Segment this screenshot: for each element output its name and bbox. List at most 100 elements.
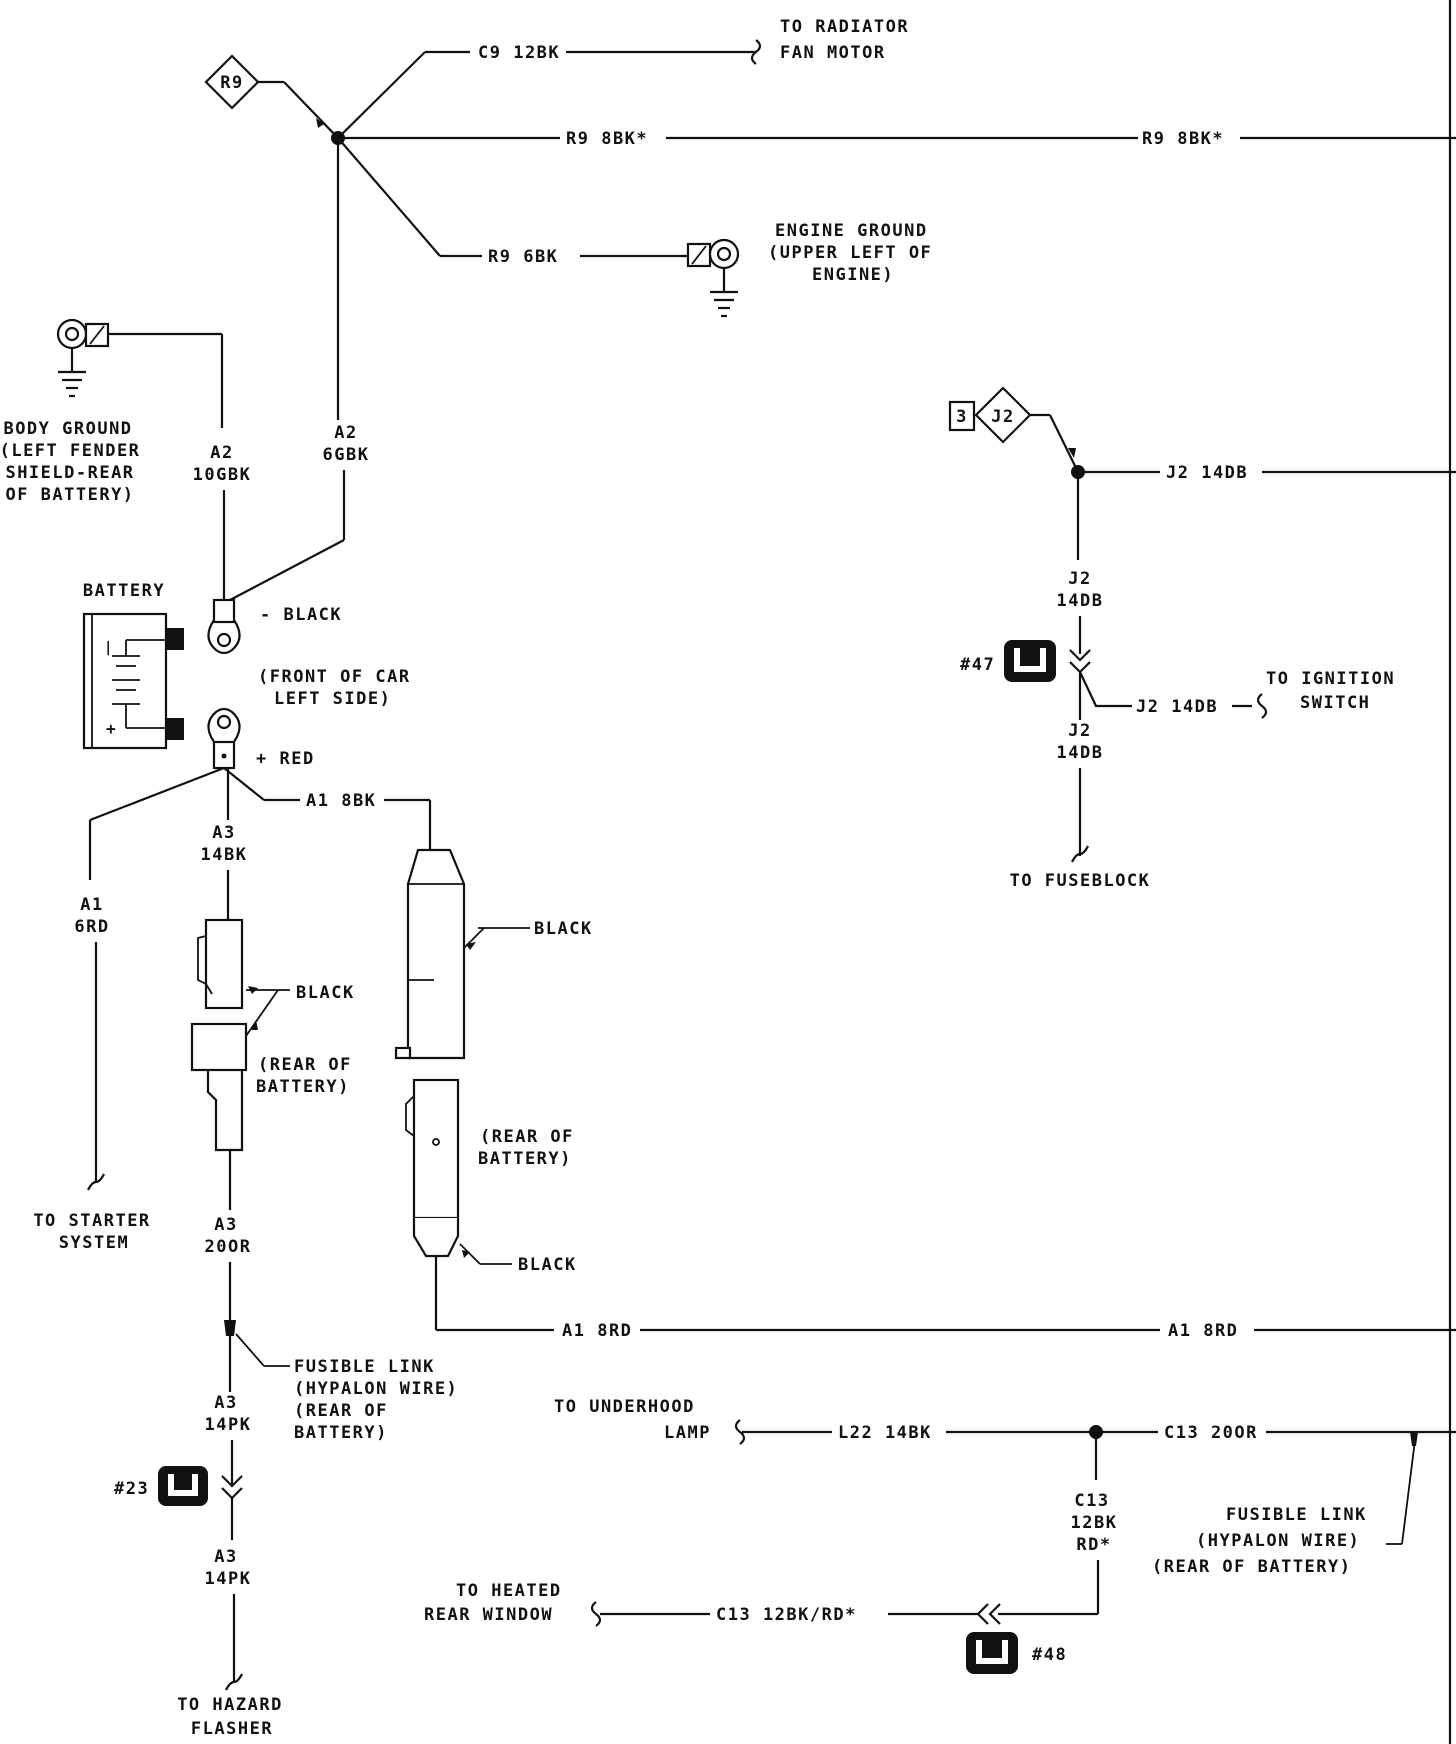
wire-continue-icon — [87, 1173, 105, 1191]
a2-10gbk-label-2: 10GBK — [193, 465, 252, 485]
a2-6gbk-label-2: 6GBK — [323, 445, 370, 465]
j2-14db-vert-label-2b: 14DB — [1057, 743, 1104, 763]
a3-connector-group: BLACK (REAR OF BATTERY) A3 20OR FUSIBLE … — [114, 918, 458, 1739]
a3-14pk-label-1b: 14PK — [205, 1415, 252, 1435]
c13-vert-label-1: C13 — [1074, 1491, 1109, 1511]
fusible-link-label-2c: (REAR OF BATTERY) — [1152, 1557, 1352, 1577]
j2-cavity-box — [948, 400, 976, 432]
battery-group: BATTERY + | - BLACK (FRONT OF CAR LEFT — [33, 581, 432, 1253]
connector-view-icon-48 — [966, 1632, 1018, 1674]
a3-20or-label-2: 20OR — [205, 1237, 252, 1257]
engine-ground-icon — [686, 238, 740, 318]
wire-continue-icon — [750, 39, 762, 65]
rear-of-battery-label-2a: (REAR OF — [480, 1127, 574, 1147]
connector-48-label: #48 — [1032, 1645, 1067, 1665]
j2-cavity-number: 3 — [956, 407, 968, 427]
battery-icon: + | — [82, 612, 184, 750]
body-ground-icon — [56, 318, 110, 398]
front-of-car-label-2: LEFT SIDE) — [274, 689, 391, 709]
small-connector-female-icon — [190, 1022, 248, 1152]
c9-wire-label: C9 12BK — [478, 43, 560, 63]
a2-10gbk-label-1: A2 — [210, 443, 233, 463]
wire-continue-icon — [734, 1419, 746, 1445]
connector-view-icon-23 — [158, 1466, 208, 1506]
wire-continue-icon — [1256, 693, 1268, 719]
c13-vert-label-3: RD* — [1076, 1535, 1111, 1555]
engine-ground-label-1: ENGINE GROUND — [775, 221, 928, 241]
to-ignition-label-2: SWITCH — [1300, 693, 1370, 713]
connector-47-label: #47 — [960, 655, 995, 675]
to-underhood-label-2: LAMP — [664, 1423, 711, 1443]
fusible-link-label-2a: FUSIBLE LINK — [1226, 1505, 1367, 1525]
rear-of-battery-label-2b: BATTERY) — [478, 1149, 572, 1169]
a1-8bk-label: A1 8BK — [306, 791, 376, 811]
r9-tag-label: R9 — [220, 73, 243, 93]
body-ground-label-2: (LEFT FENDER — [0, 441, 140, 461]
fusible-link-label-1a: FUSIBLE LINK — [294, 1357, 435, 1377]
a2-6gbk-label-1: A2 — [334, 423, 357, 443]
large-connector-female-icon — [405, 1078, 460, 1258]
j2-14db-main-label: J2 14DB — [1166, 463, 1248, 483]
a3-14pk-label-2a: A3 — [214, 1547, 237, 1567]
to-starter-label-2: SYSTEM — [59, 1233, 129, 1253]
fusible-link-icon — [1410, 1432, 1418, 1446]
to-heated-label-2: REAR WINDOW — [424, 1605, 553, 1625]
to-fuseblock-label: TO FUSEBLOCK — [1010, 871, 1151, 891]
body-ground-label-4: OF BATTERY) — [5, 485, 134, 505]
wire-continue-icon — [1071, 845, 1089, 863]
to-hazard-label-1: TO HAZARD — [177, 1695, 283, 1715]
to-underhood-label-1: TO UNDERHOOD — [554, 1397, 695, 1417]
j2-14db-vert-label-1b: 14DB — [1057, 591, 1104, 611]
to-ignition-label-1: TO IGNITION — [1266, 669, 1395, 689]
c13-vert-label-2: 12BK — [1071, 1513, 1118, 1533]
body-ground-label-1: BODY GROUND — [3, 419, 132, 439]
a1-connector-group: BLACK (REAR OF BATTERY) BLACK A1 8RD A1 … — [394, 848, 1456, 1341]
c13-20or-label: C13 20OR — [1164, 1423, 1258, 1443]
j2-diamond-tag — [974, 386, 1032, 444]
connector-view-icon-47 — [1004, 640, 1056, 682]
fusible-link-label-1b: (HYPALON WIRE) — [294, 1379, 458, 1399]
fusible-link-label-1d: BATTERY) — [294, 1423, 388, 1443]
a3-14pk-label-2b: 14PK — [205, 1569, 252, 1589]
j2-14db-vert-label-1a: J2 — [1068, 569, 1091, 589]
to-starter-label-1: TO STARTER — [33, 1211, 150, 1231]
fusible-link-label-1c: (REAR OF — [294, 1401, 388, 1421]
a3-20or-label-1: A3 — [214, 1215, 237, 1235]
connector-arrow-icon — [976, 1603, 1001, 1625]
r9-8bk-label-b: R9 8BK* — [1142, 129, 1224, 149]
front-of-car-label-1: (FRONT OF CAR — [258, 667, 411, 687]
engine-ground-label-3: ENGINE) — [812, 265, 894, 285]
a3-14pk-label-1a: A3 — [214, 1393, 237, 1413]
r9-splice-group: R9 C9 12BK TO RADIATOR FAN MOTOR R9 8BK*… — [204, 17, 1456, 601]
small-connector-male-icon — [197, 918, 244, 1010]
black-label-1: BLACK — [296, 983, 355, 1003]
a1-8rd-label-b: A1 8RD — [1168, 1321, 1238, 1341]
c13-12bkrd-label: C13 12BK/RD* — [716, 1605, 857, 1625]
rear-of-battery-label-1a: (REAR OF — [258, 1055, 352, 1075]
r9-6bk-label: R9 6BK — [488, 247, 558, 267]
j2-14db-vert-label-2a: J2 — [1068, 721, 1091, 741]
body-ground-label-3: SHIELD-REAR — [5, 463, 134, 483]
engine-ground-label-2: (UPPER LEFT OF — [768, 243, 932, 263]
to-heated-label-1: TO HEATED — [456, 1581, 562, 1601]
j2-14db-branch-label: J2 14DB — [1136, 697, 1218, 717]
to-radiator-label-1: TO RADIATOR — [780, 17, 909, 37]
fusible-link-icon — [224, 1320, 236, 1336]
plus-red-label: + RED — [256, 749, 315, 769]
connector-23-label: #23 — [114, 1479, 149, 1499]
c13-group: TO UNDERHOOD LAMP L22 14BK C13 20OR C13 … — [424, 1397, 1456, 1674]
a1-6rd-label-2: 6RD — [74, 917, 109, 937]
rear-of-battery-label-1b: BATTERY) — [256, 1077, 350, 1097]
wire-continue-icon — [225, 1673, 243, 1691]
a1-6rd-label-1: A1 — [80, 895, 103, 915]
j2-group: 3 J2 J2 14DB J2 14DB #47 J2 14DB TO IGNI… — [948, 386, 1456, 891]
positive-terminal-clamp-icon — [207, 707, 241, 770]
negative-terminal-clamp-icon — [207, 598, 241, 655]
minus-black-label: - BLACK — [260, 605, 342, 625]
large-connector-male-icon — [394, 848, 466, 1060]
fusible-link-label-2b: (HYPALON WIRE) — [1196, 1531, 1360, 1551]
a1-8rd-label-a: A1 8RD — [562, 1321, 632, 1341]
svg-text:+: + — [106, 719, 117, 738]
j2-tag-label: J2 — [991, 407, 1014, 427]
